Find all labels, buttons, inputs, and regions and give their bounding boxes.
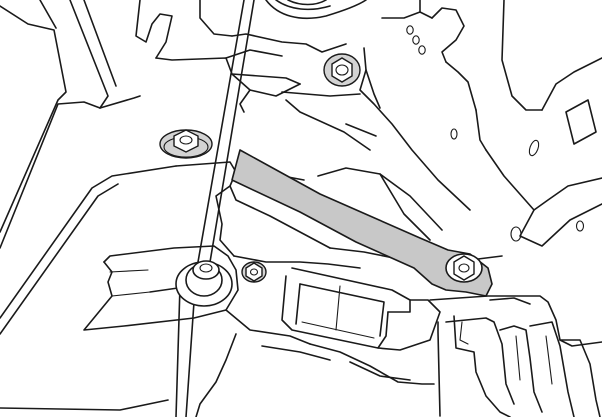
strap-bolt [445,253,483,283]
upper-mechanism [135,0,377,151]
left-frame-panel [0,0,177,335]
upper-bolt [323,53,361,87]
highlighted-strap [231,149,493,297]
channel-box [281,267,441,351]
right-bracket-plate [359,0,602,247]
lower-housing [0,333,435,417]
grated-structure [429,295,602,417]
rod-grommet [175,260,233,307]
left-flange-bolt [159,129,213,159]
lower-small-bolt [241,261,267,283]
lower-bracket [83,245,311,345]
long-rod [175,0,255,417]
